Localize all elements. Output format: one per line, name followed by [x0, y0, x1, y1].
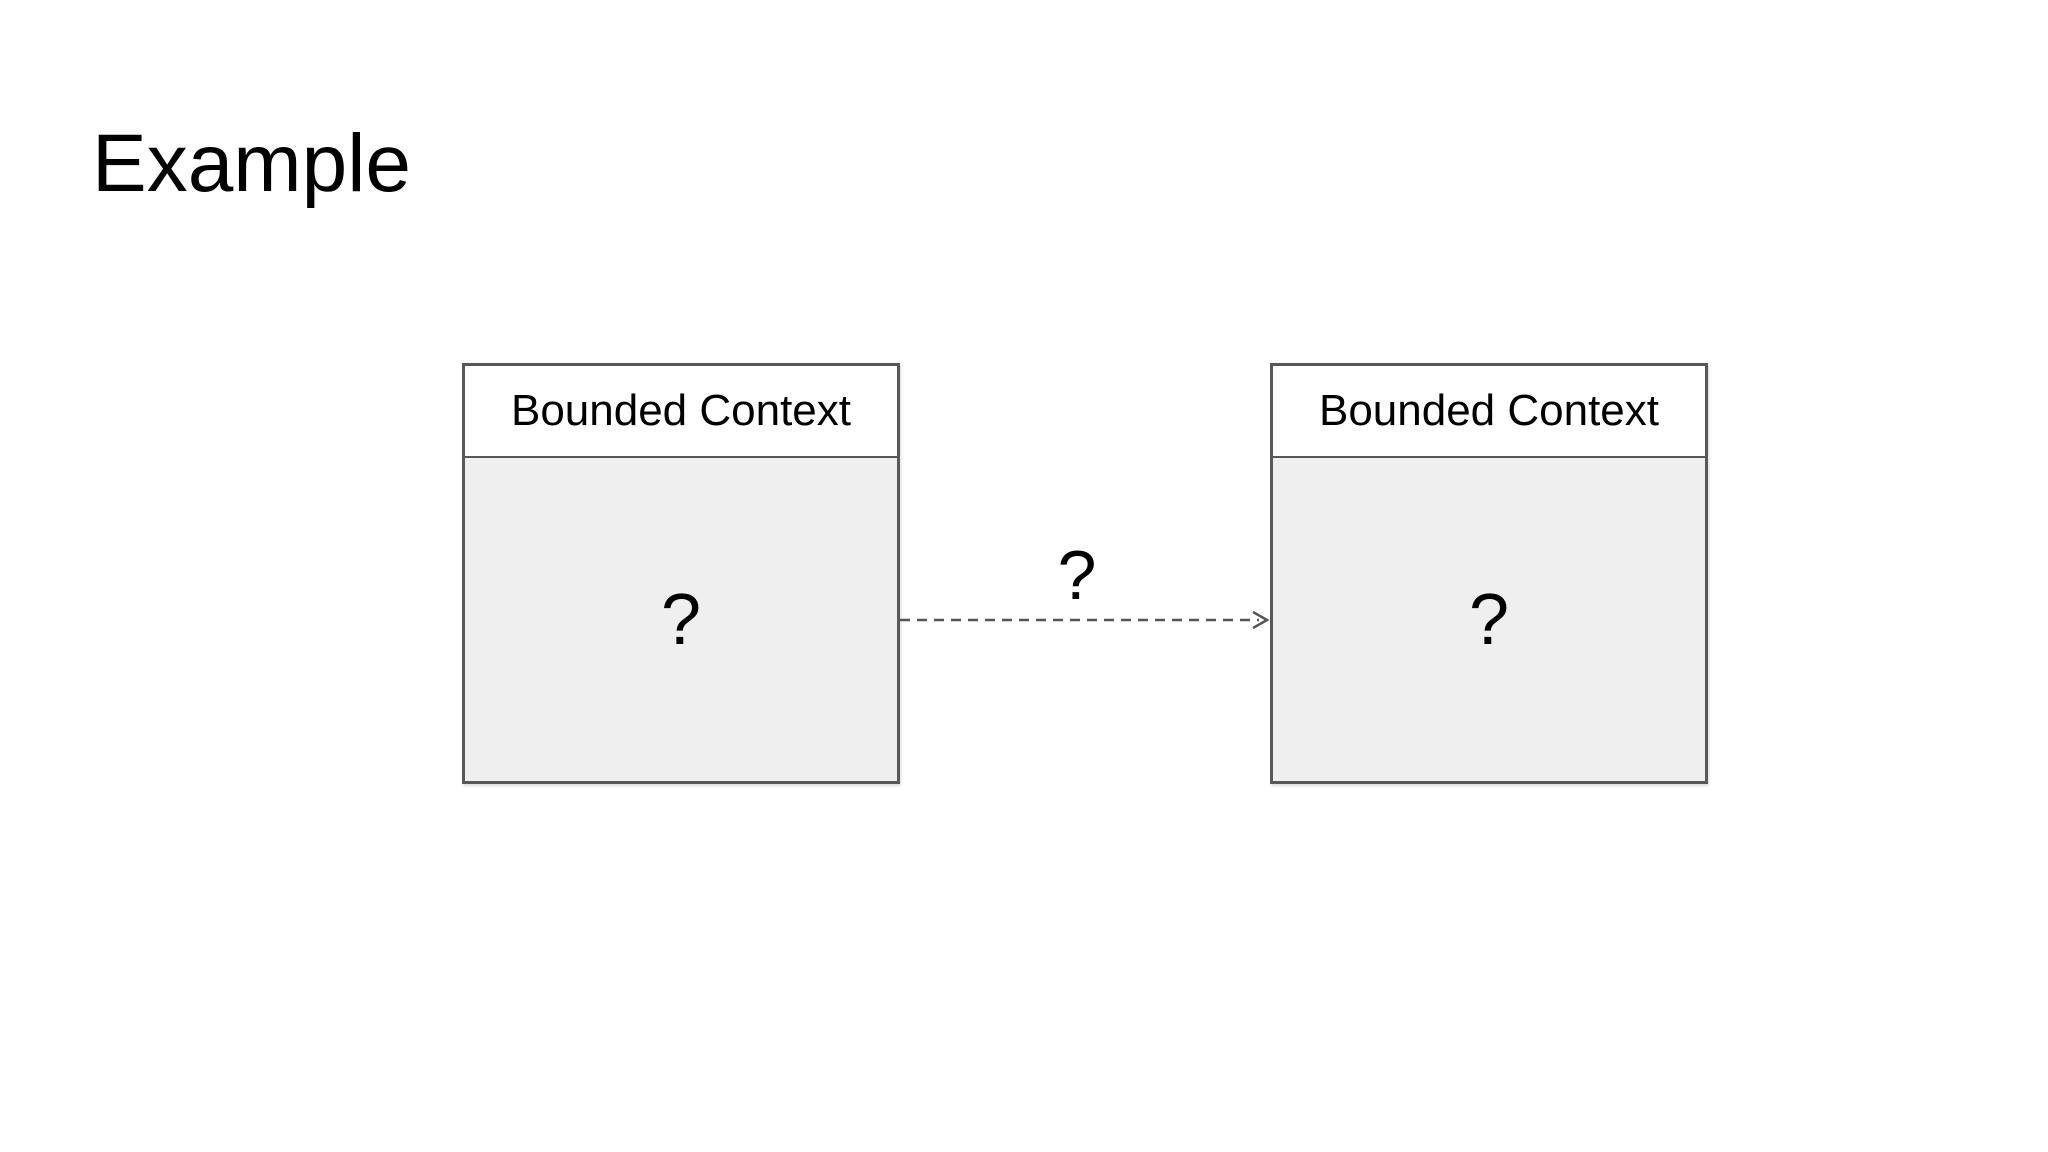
box-header: Bounded Context	[465, 366, 897, 458]
box-placeholder: ?	[1468, 579, 1510, 660]
box-body: ?	[465, 458, 897, 781]
box-header: Bounded Context	[1273, 366, 1705, 458]
box-placeholder: ?	[660, 579, 702, 660]
connector-label: ?	[1057, 536, 1097, 614]
connector-arrowhead-icon	[1252, 610, 1270, 630]
box-body: ?	[1273, 458, 1705, 781]
page-title: Example	[92, 118, 412, 209]
connector-arrow	[900, 610, 1270, 630]
bounded-context-box-left: Bounded Context ?	[462, 363, 900, 784]
bounded-context-box-right: Bounded Context ?	[1270, 363, 1708, 784]
